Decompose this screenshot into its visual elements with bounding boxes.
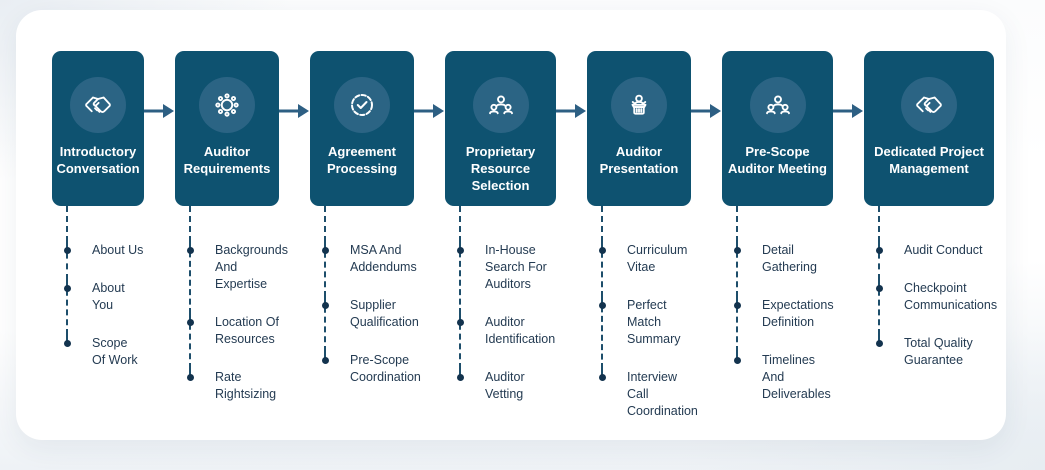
arrow-right-icon	[691, 101, 722, 121]
bullet-dot	[63, 247, 71, 254]
podium-speaker-icon	[611, 77, 667, 133]
bullet-dot	[321, 302, 329, 309]
bullet-dot	[733, 247, 741, 254]
step-card: Proprietary Resource Selection	[445, 51, 556, 206]
list-item: Audit Conduct	[875, 242, 994, 280]
bullet-dot	[875, 285, 883, 292]
step-bullets: MSA And Addendums Supplier Qualification…	[321, 206, 421, 386]
step-card: Dedicated Project Management	[864, 51, 994, 206]
list-item: MSA And Addendums	[321, 242, 417, 297]
list-item: Auditor Vetting	[456, 369, 556, 403]
list-item: Backgrounds And Expertise	[186, 242, 288, 314]
bullet-dot	[733, 357, 741, 364]
step-card: Auditor Requirements	[175, 51, 279, 206]
step-introductory-conversation: Introductory Conversation About Us About…	[52, 51, 144, 369]
list-item: Detail Gathering	[733, 242, 833, 297]
bullet-dot	[63, 340, 71, 347]
arrow-right-icon	[144, 101, 175, 121]
bullet-dot	[598, 374, 606, 381]
step-title: Pre-Scope Auditor Meeting	[728, 144, 827, 176]
arrow-right-icon	[833, 101, 864, 121]
team-icon	[472, 77, 529, 133]
list-item: Checkpoint Communications	[875, 280, 997, 335]
bullet-dot	[598, 302, 606, 309]
badge-check-icon	[334, 77, 390, 133]
step-title: Introductory Conversation	[56, 144, 140, 176]
handshake-icon	[70, 77, 126, 133]
bullet-dot	[598, 247, 606, 254]
process-flow: Introductory Conversation About Us About…	[16, 10, 1006, 420]
step-bullets: Backgrounds And Expertise Location Of Re…	[186, 206, 288, 403]
step-card: Agreement Processing	[310, 51, 414, 206]
step-bullets: Curriculum Vitae Perfect Match Summary I…	[598, 206, 698, 420]
list-item: Timelines And Deliverables	[733, 352, 833, 403]
list-item: Interview Call Coordination	[598, 369, 698, 420]
bullet-dot	[456, 374, 464, 381]
team-icon	[749, 77, 806, 133]
step-card: Pre-Scope Auditor Meeting	[722, 51, 833, 206]
list-item: Rate Rightsizing	[186, 369, 279, 403]
step-title: Agreement Processing	[326, 144, 398, 176]
list-item: In-House Search For Auditors	[456, 242, 556, 314]
step-bullets: About Us About You Scope Of Work	[63, 206, 144, 369]
list-item: Supplier Qualification	[321, 297, 419, 352]
list-item: Auditor Identification	[456, 314, 556, 369]
step-bullets: Audit Conduct Checkpoint Communications …	[875, 206, 997, 369]
step-card: Auditor Presentation	[587, 51, 691, 206]
list-item: Total Quality Guarantee	[875, 335, 994, 369]
bullet-dot	[321, 357, 329, 364]
step-auditor-presentation: Auditor Presentation Curriculum Vitae Pe…	[587, 51, 698, 420]
list-item: Perfect Match Summary	[598, 297, 691, 369]
step-auditor-requirements: Auditor Requirements Backgrounds And Exp…	[175, 51, 288, 403]
step-card: Introductory Conversation	[52, 51, 144, 206]
step-pre-scope-auditor-meeting: Pre-Scope Auditor Meeting Detail Gatheri…	[722, 51, 834, 403]
bullet-dot	[733, 302, 741, 309]
step-title: Dedicated Project Management	[874, 144, 984, 176]
bullet-dot	[186, 374, 194, 381]
step-title: Proprietary Resource Selection	[465, 144, 536, 193]
arrow-right-icon	[279, 101, 310, 121]
step-title: Auditor Presentation	[599, 144, 679, 176]
handshake-icon	[901, 77, 957, 133]
step-bullets: Detail Gathering Expectations Definition…	[733, 206, 834, 403]
bullet-dot	[875, 340, 883, 347]
list-item: Expectations Definition	[733, 297, 834, 352]
list-item: About You	[63, 280, 144, 335]
bullet-dot	[456, 319, 464, 326]
arrow-right-icon	[414, 101, 445, 121]
bullet-dot	[875, 247, 883, 254]
bullet-dot	[63, 285, 71, 292]
bullet-dot	[186, 319, 194, 326]
list-item: Location Of Resources	[186, 314, 279, 369]
list-item: About Us	[63, 242, 144, 280]
arrow-right-icon	[556, 101, 587, 121]
bullet-dot	[321, 247, 329, 254]
step-dedicated-project-management: Dedicated Project Management Audit Condu…	[864, 51, 997, 369]
bullet-dot	[456, 247, 464, 254]
step-bullets: In-House Search For Auditors Auditor Ide…	[456, 206, 556, 403]
step-agreement-processing: Agreement Processing MSA And Addendums S…	[310, 51, 421, 386]
list-item: Pre-Scope Coordination	[321, 352, 421, 386]
step-proprietary-resource-selection: Proprietary Resource Selection In-House …	[445, 51, 556, 403]
list-item: Curriculum Vitae	[598, 242, 691, 297]
gear-icon	[199, 77, 255, 133]
bullet-dot	[186, 247, 194, 254]
list-item: Scope Of Work	[63, 335, 144, 369]
step-title: Auditor Requirements	[183, 144, 271, 176]
process-panel: Introductory Conversation About Us About…	[16, 10, 1006, 440]
